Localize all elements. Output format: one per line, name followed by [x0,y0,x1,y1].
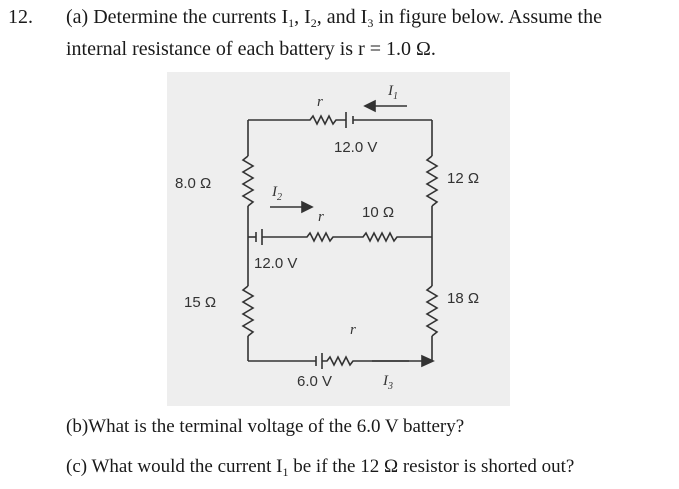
top-internal-resistor [248,114,346,126]
part-c-text-end: be if the 12 Ω resistor is shorted out? [288,456,575,477]
circuit-figure: I1 r 12.0 V 8.0 Ω 12 Ω I2 10 Ω r 12.0 V … [167,72,510,406]
arrow-I2-head [301,200,314,214]
circuit-wires [241,112,439,369]
subscript-2: 2 [310,16,317,30]
label-r-top: r [317,94,323,110]
label-res-18-ohm: 18 Ω [447,290,479,307]
subscript-1: 1 [288,16,295,30]
question-line-2: internal resistance of each battery is r… [66,38,436,60]
figure-background [167,72,510,406]
part-b-text: (b)What is the terminal voltage of the 6… [66,416,465,437]
subscript-3: 3 [367,16,374,30]
circuit-diagram: I1 r 12.0 V 8.0 Ω 12 Ω I2 10 Ω r 12.0 V … [167,72,510,406]
label-r-mid: r [318,209,324,225]
label-battery-mid: 12.0 V [254,255,297,272]
bottom-internal-resistor [322,355,432,367]
label-battery-top: 12.0 V [334,139,377,156]
part-c-text-start: (c) What would the current I [66,456,283,477]
mid-branch-resistors [262,231,432,243]
label-res-10-ohm: 10 Ω [362,204,394,221]
label-r-bottom: r [350,322,356,338]
part-c-subscript: 1 [282,465,289,479]
question-sep-1: , I [294,6,311,28]
resistor-15-ohm [241,285,255,337]
resistor-8-ohm [241,155,255,207]
current-arrows [270,99,435,368]
label-battery-bottom: 6.0 V [297,373,332,390]
arrow-I3-head [421,354,435,368]
part-c-line: (c) What would the current I1 be if the … [66,456,574,480]
label-I1: I1 [387,83,398,102]
label-res-12-ohm: 12 Ω [447,170,479,187]
label-res-8-ohm: 8.0 Ω [175,175,211,192]
label-I3: I3 [382,373,393,392]
question-text-end: in figure below. Assume the [373,6,602,28]
resistor-18-ohm [425,285,439,337]
question-number: 12. [8,6,33,28]
question-sep-2: , and I [316,6,368,28]
resistor-12-ohm [425,155,439,207]
label-I2: I2 [271,184,282,203]
question-text-start: (a) Determine the currents I [66,6,289,28]
label-res-15-ohm: 15 Ω [184,294,216,311]
question-line-1: (a) Determine the currents I1, I2, and I… [66,6,602,31]
arrow-I1-head [363,99,376,113]
